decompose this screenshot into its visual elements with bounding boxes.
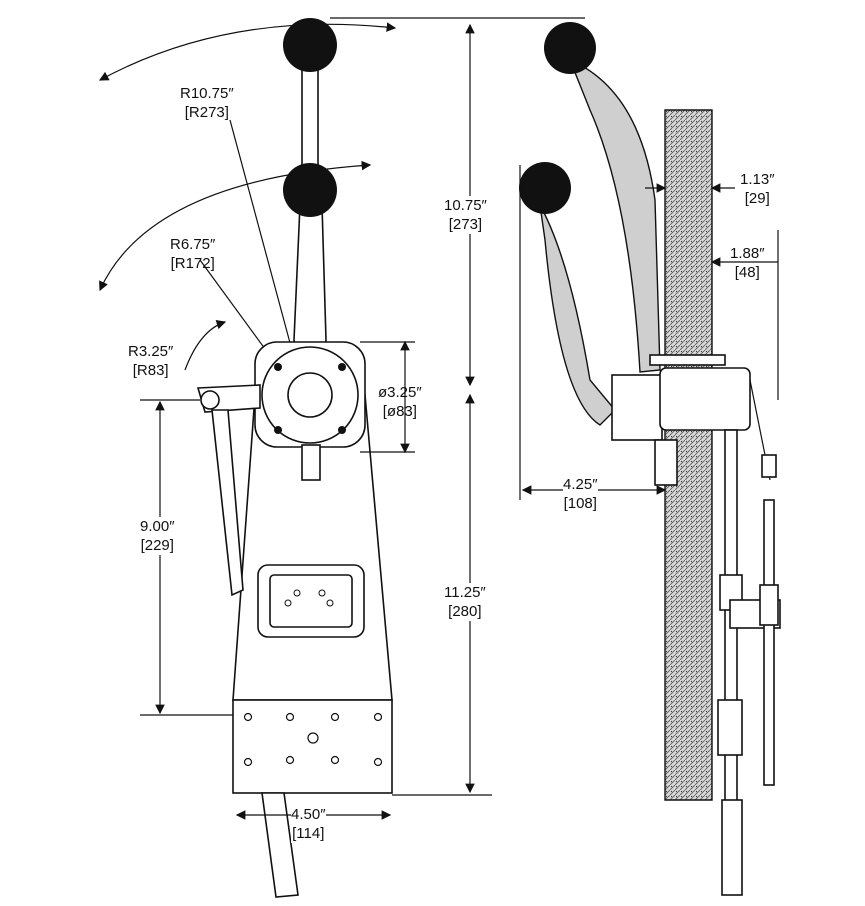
shift-rod (724, 429, 738, 841)
base-holes (243, 712, 383, 767)
side-lever-upper (568, 58, 661, 373)
outer-swing-arc (98, 22, 397, 81)
bolt (274, 426, 282, 434)
bolt (338, 363, 346, 371)
dim-label-diameter: ø3.25″[ø83] (378, 384, 422, 420)
bolt (338, 426, 346, 434)
lever-knob-lower (283, 163, 337, 217)
dim-label-height-bottom: 11.25″[280] (444, 583, 486, 621)
switch-pin (284, 599, 292, 607)
cable-left (211, 409, 244, 597)
dim-label-side-offset: 4.25″[108] (563, 475, 598, 513)
side-knob-lower (519, 162, 571, 214)
dim-label-r-inner: R6.75″[R172] (170, 236, 216, 272)
side-lever-lower (539, 204, 616, 426)
switch-pin (326, 599, 334, 607)
dim-label-r-outer: R10.75″[R273] (180, 85, 234, 121)
cable-end-side (721, 799, 743, 896)
outer-radius-leader (229, 119, 301, 381)
base-plate (232, 699, 393, 794)
throttle-rod (763, 499, 775, 786)
dim-label-height-left: 9.00″[229] (140, 517, 175, 555)
side-view (519, 22, 781, 896)
throttle-clip (761, 454, 777, 478)
mounting-wall (664, 109, 713, 801)
side-housing-front (611, 374, 663, 441)
dim-label-base-width: 4.50″[114] (291, 805, 326, 843)
bolt (274, 363, 282, 371)
dim-label-r-small: R3.25″[R83] (128, 343, 174, 379)
switch-pin (318, 589, 326, 597)
side-bracket-top (649, 354, 726, 366)
rod-clamp-lower (717, 699, 743, 756)
hub (287, 372, 333, 418)
switch-inner (269, 574, 353, 628)
throttle-fitting (759, 584, 779, 626)
dim-label-height-top: 10.75″[273] (444, 196, 487, 234)
arm-pivot (200, 390, 220, 410)
small-swing-arc (184, 319, 227, 371)
lever-stub (301, 444, 321, 481)
side-knob-upper (544, 22, 596, 74)
dim-label-wall-depth: 1.88″[48] (730, 245, 765, 281)
side-housing-rear (659, 367, 751, 431)
dim-label-wall-thickness: 1.13″[29] (740, 171, 775, 207)
lever-knob-upper (283, 18, 337, 72)
front-view (98, 17, 585, 898)
switch-pin (293, 589, 301, 597)
side-bracket-bottom (654, 439, 678, 486)
